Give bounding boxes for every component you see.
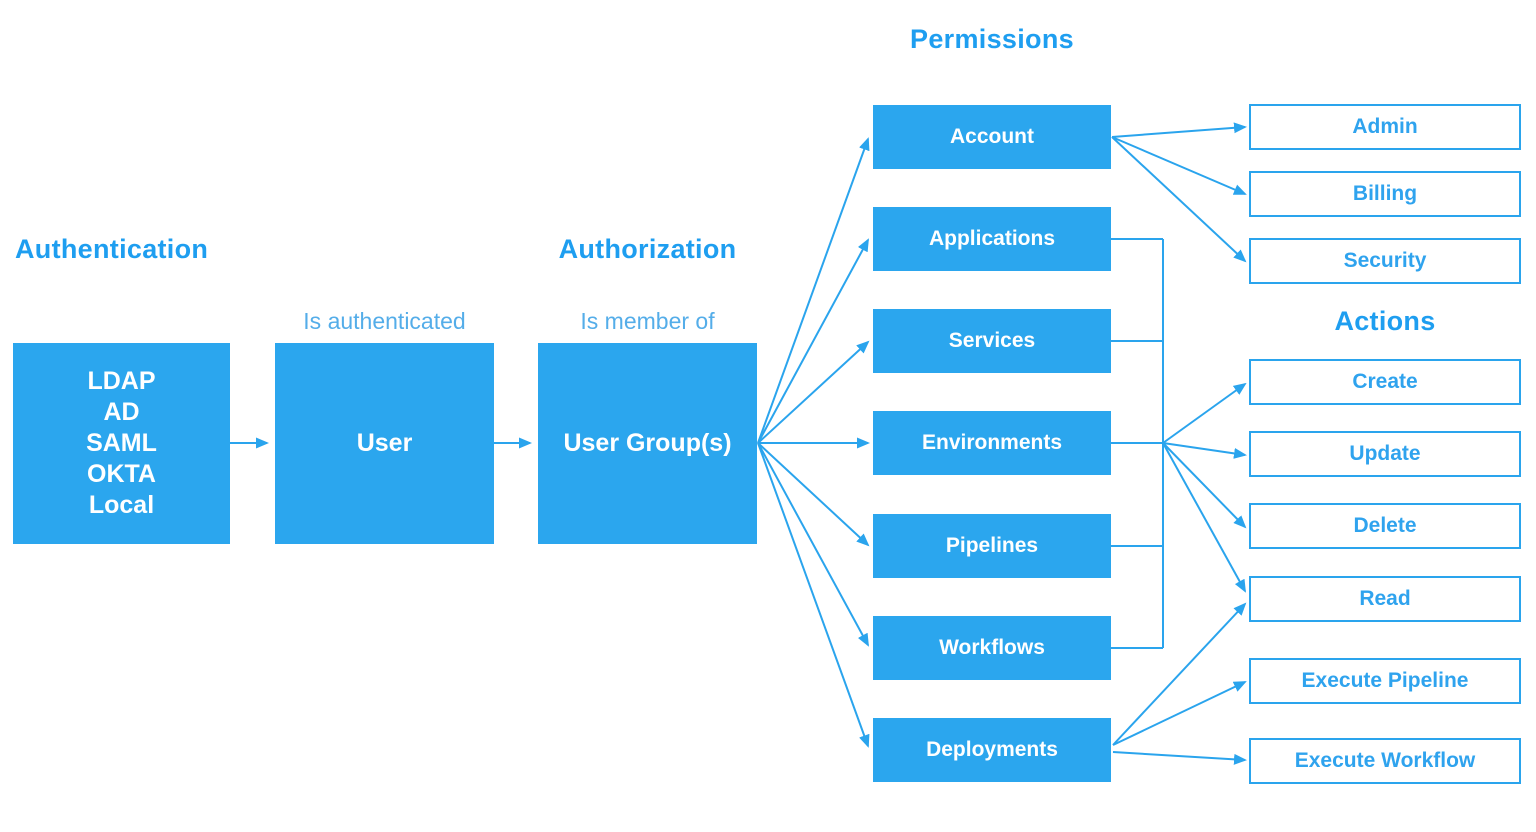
node-permission-workflows: Workflows xyxy=(873,616,1111,680)
auth-sources-list: LDAP AD SAML OKTA Local xyxy=(86,366,157,521)
permission-label: Account xyxy=(950,125,1034,148)
node-action-delete: Delete xyxy=(1249,503,1521,549)
node-action-create: Create xyxy=(1249,359,1521,405)
heading-authorization: Authorization xyxy=(558,234,737,264)
node-action-update: Update xyxy=(1249,431,1521,477)
edge-label-is-member-of: Is member of xyxy=(580,308,715,334)
permission-label: Workflows xyxy=(939,636,1045,659)
heading-permissions: Permissions xyxy=(910,24,1074,54)
node-user-label: User xyxy=(356,429,413,457)
action-label: Read xyxy=(1359,587,1411,610)
permission-label: Services xyxy=(948,329,1036,352)
node-action-execute-pipeline: Execute Pipeline xyxy=(1249,658,1521,704)
node-action-admin: Admin xyxy=(1249,104,1521,150)
action-label: Delete xyxy=(1353,514,1417,537)
node-permission-pipelines: Pipelines xyxy=(873,514,1111,578)
node-action-billing: Billing xyxy=(1249,171,1521,217)
node-permission-deployments: Deployments xyxy=(873,718,1111,782)
permission-label: Deployments xyxy=(926,738,1058,761)
auth-source-ad: AD xyxy=(103,398,140,426)
node-permission-services: Services xyxy=(873,309,1111,373)
action-label: Execute Workflow xyxy=(1294,749,1476,772)
edge-label-is-authenticated: Is authenticated xyxy=(303,308,466,334)
node-user-groups-label: User Group(s) xyxy=(563,429,732,457)
node-action-read: Read xyxy=(1249,576,1521,622)
node-permission-account: Account xyxy=(873,105,1111,169)
auth-source-ldap: LDAP xyxy=(87,367,156,395)
heading-actions: Actions xyxy=(1334,306,1436,336)
node-permission-environments: Environments xyxy=(873,411,1111,475)
action-label: Execute Pipeline xyxy=(1301,669,1469,692)
action-label: Update xyxy=(1349,442,1421,465)
auth-source-local: Local xyxy=(88,491,155,519)
node-action-execute-workflow: Execute Workflow xyxy=(1249,738,1521,784)
permission-label: Environments xyxy=(921,431,1063,454)
node-action-security: Security xyxy=(1249,238,1521,284)
heading-authentication: Authentication xyxy=(15,234,209,264)
action-label: Security xyxy=(1343,249,1427,272)
node-user: User xyxy=(275,343,494,544)
node-permission-applications: Applications xyxy=(873,207,1111,271)
node-auth-sources: LDAP AD SAML OKTA Local xyxy=(13,343,230,544)
action-label: Billing xyxy=(1352,182,1418,205)
node-user-groups: User Group(s) xyxy=(538,343,757,544)
permission-label: Applications xyxy=(928,227,1055,250)
action-label: Create xyxy=(1352,370,1418,393)
action-label: Admin xyxy=(1352,115,1418,138)
auth-source-okta: OKTA xyxy=(87,460,156,488)
permission-label: Pipelines xyxy=(945,534,1039,557)
auth-source-saml: SAML xyxy=(86,429,157,457)
